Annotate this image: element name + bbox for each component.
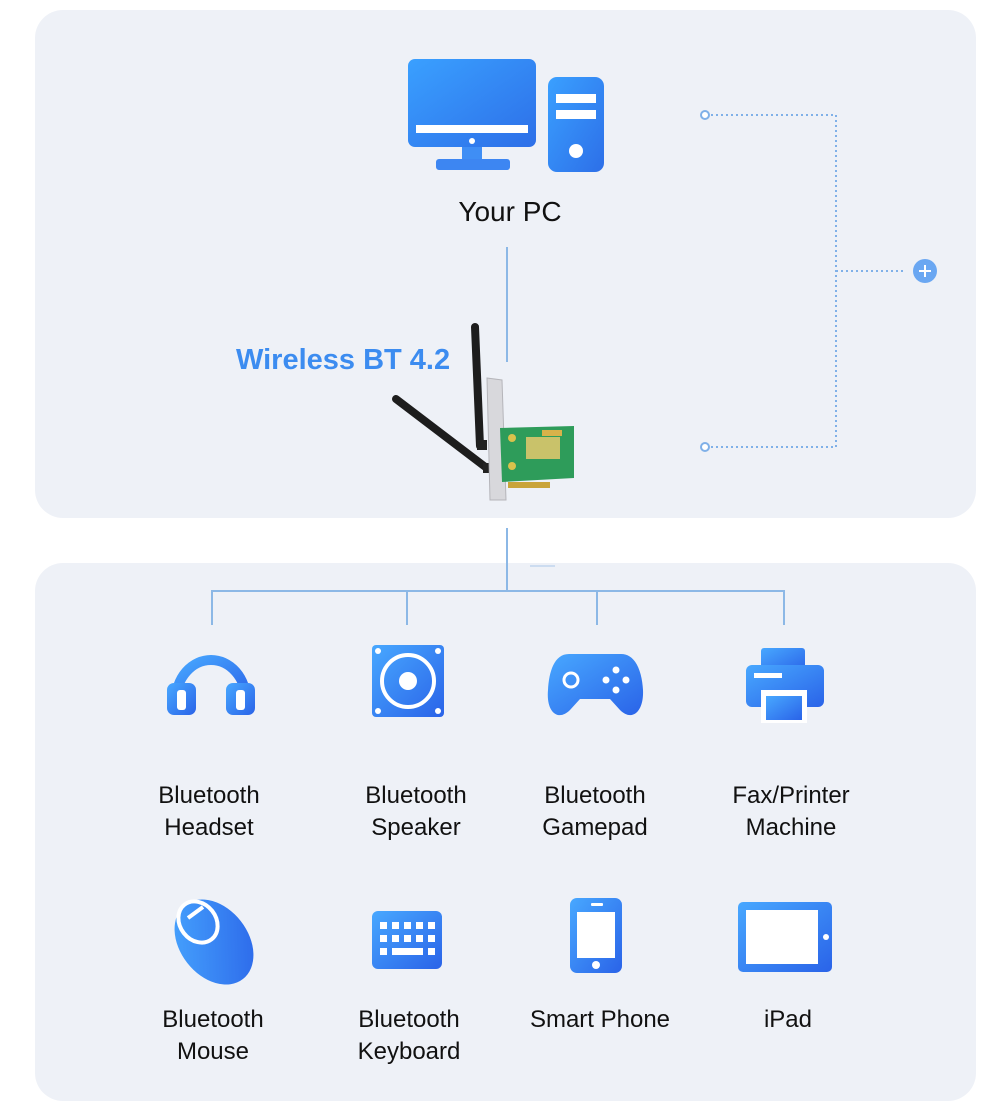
mouse-icon	[174, 899, 254, 985]
headset-icon	[167, 655, 255, 715]
keyboard-icon	[372, 911, 442, 969]
pc-label: Your PC	[458, 196, 562, 227]
speaker-icon	[372, 645, 444, 717]
bracket-dot-bottom	[700, 442, 710, 452]
device-label-headset: Bluetooth Headset	[129, 780, 289, 844]
device-label-line: Keyboard	[357, 1038, 461, 1065]
device-label-line: Machine	[745, 814, 837, 841]
gamepad-icon	[547, 654, 644, 716]
device-label-speaker: Bluetooth Speaker	[336, 780, 496, 844]
device-label-line: Bluetooth	[365, 782, 467, 809]
device-tree-lines	[211, 590, 785, 625]
device-label-tablet: iPad	[708, 1004, 868, 1036]
wifi-card-image	[392, 323, 574, 501]
device-label-line: Headset	[164, 814, 254, 841]
adapter-title: Wireless BT 4.2	[236, 344, 451, 376]
device-label-printer: Fax/Printer Machine	[706, 780, 876, 844]
device-label-line: iPad	[763, 1006, 813, 1033]
devices-panel	[35, 563, 976, 1101]
device-label-line: Bluetooth	[162, 1006, 264, 1033]
device-label-line: Smart Phone	[529, 1006, 671, 1033]
device-label-line: Speaker	[371, 814, 461, 841]
pc-icon	[408, 59, 604, 172]
device-label-line: Bluetooth	[544, 782, 646, 809]
plus-icon	[913, 259, 937, 283]
phone-icon	[570, 898, 622, 973]
device-label-phone: Smart Phone	[510, 1004, 690, 1036]
device-label-mouse: Bluetooth Mouse	[133, 1004, 293, 1068]
device-label-keyboard: Bluetooth Keyboard	[329, 1004, 489, 1068]
device-label-gamepad: Bluetooth Gamepad	[515, 780, 675, 844]
dotted-bracket	[706, 114, 905, 448]
device-label-line: Bluetooth	[158, 782, 260, 809]
device-label-line: Gamepad	[542, 814, 648, 841]
device-label-line: Fax/Printer	[732, 782, 850, 809]
tablet-icon	[738, 902, 832, 972]
bracket-dot-top	[700, 110, 710, 120]
printer-icon	[746, 648, 824, 723]
device-label-line: Mouse	[176, 1038, 250, 1065]
device-label-line: Bluetooth	[358, 1006, 460, 1033]
